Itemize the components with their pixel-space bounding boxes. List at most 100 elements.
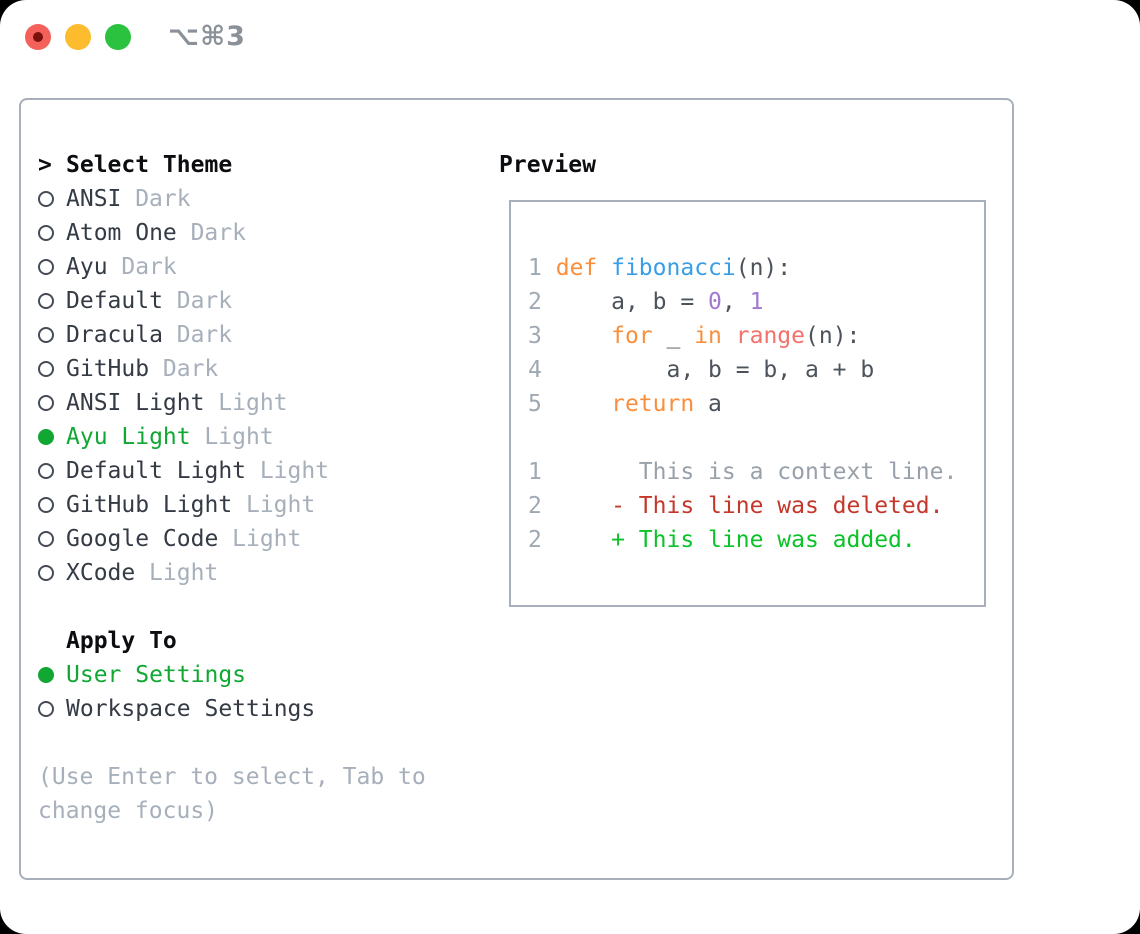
- line-number: 2: [528, 527, 542, 553]
- theme-variant-badge: Dark: [121, 254, 177, 280]
- code-token-kw: return: [611, 391, 695, 417]
- cursor-chevron-icon: >: [38, 152, 52, 178]
- theme-item-github-light[interactable]: GitHub Light Light: [38, 488, 483, 522]
- radio-unselected-icon: [38, 395, 66, 411]
- theme-variant-badge: Dark: [135, 186, 191, 212]
- preview-pane: 1 def fibonacci(n): 2 a, b = 0, 1 3 for _ …: [509, 200, 986, 607]
- theme-variant-badge: Dark: [176, 288, 233, 314]
- line-number: 1: [528, 459, 542, 485]
- code-token-plain: [722, 323, 736, 349]
- theme-variant-badge: Dark: [176, 322, 233, 348]
- radio-unselected-icon: [38, 497, 66, 513]
- theme-item-default-light[interactable]: Default Light Light: [38, 454, 483, 488]
- code-token-ctx: This is a context line.: [555, 459, 958, 485]
- radio-unselected-icon: [38, 225, 66, 241]
- line-number: 2: [528, 289, 542, 315]
- apply-to-title: Apply To: [66, 628, 177, 654]
- radio-unselected-icon: [38, 463, 66, 479]
- code-token-plain: ,: [721, 289, 750, 315]
- apply-option-workspace-settings[interactable]: Workspace Settings: [38, 692, 483, 726]
- theme-variant-badge: Light: [245, 492, 316, 518]
- code-line: 1 def fibonacci(n):: [528, 251, 984, 285]
- code-token-plain: (n):: [805, 323, 861, 349]
- code-token-kw: in: [694, 323, 722, 349]
- apply-option-label: Workspace Settings: [66, 696, 316, 722]
- theme-list-title: Select Theme: [66, 152, 233, 178]
- code-line: 4 a, b = b, a + b: [528, 353, 984, 387]
- radio-unselected-icon: [38, 531, 66, 547]
- theme-name: GitHub Light: [66, 492, 233, 518]
- theme-name: Default: [66, 288, 163, 314]
- theme-item-dracula[interactable]: Dracula Dark: [38, 318, 483, 352]
- apply-option-label: User Settings: [66, 662, 247, 688]
- theme-variant-badge: Dark: [162, 356, 219, 382]
- theme-item-default[interactable]: Default Dark: [38, 284, 483, 318]
- theme-variant-badge: Dark: [190, 220, 246, 246]
- radio-unselected-icon: [38, 565, 66, 581]
- theme-item-xcode[interactable]: XCode Light: [38, 556, 483, 590]
- radio-unselected-icon: [38, 701, 66, 717]
- code-token-call: range: [735, 323, 806, 349]
- code-token-plain: a: [694, 391, 722, 417]
- theme-item-ansi[interactable]: ANSI Dark: [38, 182, 483, 216]
- preview-title: Preview: [499, 152, 596, 178]
- code-line: 2 - This line was deleted.: [528, 489, 984, 523]
- minimize-button[interactable]: [65, 24, 91, 50]
- theme-variant-badge: Light: [259, 458, 330, 484]
- hint-text-line-2: change focus): [38, 798, 219, 824]
- theme-name: XCode: [66, 560, 136, 586]
- theme-variant-badge: Light: [149, 560, 219, 586]
- code-token-num: 0: [708, 289, 722, 315]
- theme-name: ANSI: [66, 186, 122, 212]
- code-line: 3 for _ in range(n):: [528, 319, 984, 353]
- theme-list-header: > Select Theme: [38, 148, 483, 182]
- spacer: [38, 726, 483, 760]
- theme-name: Google Code: [66, 526, 219, 552]
- hint-text-line-1: (Use Enter to select, Tab to: [38, 764, 426, 790]
- close-button[interactable]: [25, 24, 51, 50]
- theme-variant-badge: Light: [204, 424, 274, 450]
- theme-name: Dracula: [66, 322, 163, 348]
- theme-name: Ayu Light: [66, 424, 191, 450]
- window-title: ⌥⌘3: [168, 21, 246, 52]
- code-token-num: 1: [749, 289, 764, 315]
- code-line: 2 + This line was added.: [528, 523, 984, 557]
- zoom-button[interactable]: [105, 24, 131, 50]
- theme-name: Default Light: [66, 458, 247, 484]
- code-token-del: - This line was deleted.: [555, 493, 944, 519]
- line-number: 3: [528, 323, 542, 349]
- theme-variant-badge: Light: [218, 390, 288, 416]
- code-line: 1 This is a context line.: [528, 455, 984, 489]
- radio-selected-icon: [38, 429, 66, 445]
- apply-to-header: Apply To: [38, 624, 483, 658]
- apply-option-user-settings[interactable]: User Settings: [38, 658, 483, 692]
- theme-name: Atom One: [66, 220, 177, 246]
- code-token-plain: a, b =: [555, 289, 709, 315]
- code-line: [528, 421, 984, 455]
- theme-item-ayu-light[interactable]: Ayu Light Light: [38, 420, 483, 454]
- radio-unselected-icon: [38, 191, 66, 207]
- line-number: 1: [528, 255, 542, 281]
- line-number: 2: [528, 493, 542, 519]
- code-token-plain: _: [652, 323, 695, 349]
- line-number: [528, 425, 542, 451]
- code-token-plain: a, b = b, a + b: [555, 357, 875, 383]
- code-token-fn: fibonacci: [611, 255, 736, 281]
- line-number: 5: [528, 391, 542, 417]
- code-token-plain: [556, 323, 611, 349]
- code-token-add: + This line was added.: [555, 527, 916, 553]
- code-line: 5 return a: [528, 387, 984, 421]
- line-number: 4: [528, 357, 542, 383]
- code-token-plain: [556, 391, 611, 417]
- radio-unselected-icon: [38, 361, 66, 377]
- theme-item-atom-one[interactable]: Atom One Dark: [38, 216, 483, 250]
